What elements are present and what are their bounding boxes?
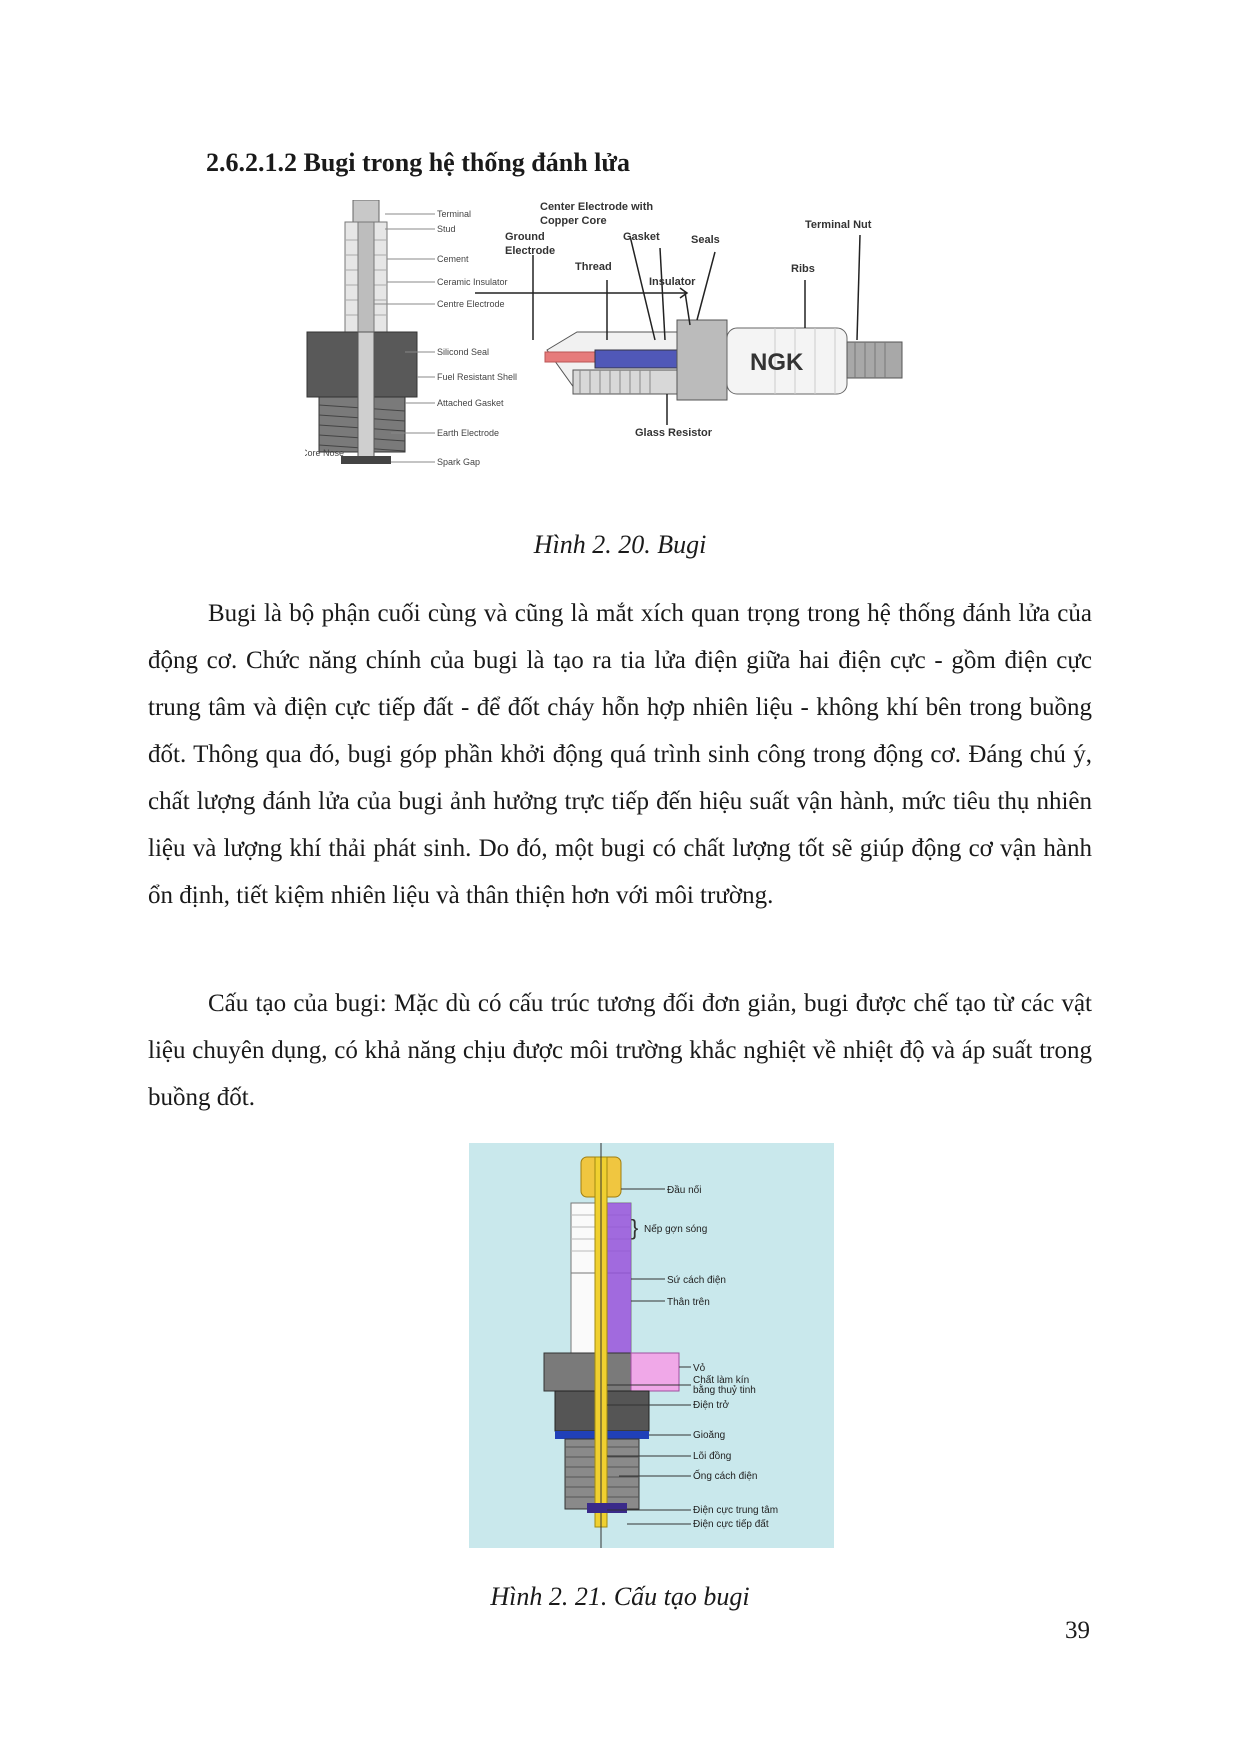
left-label-earth-electrode: Earth Electrode xyxy=(437,428,499,438)
paragraph-bugi-structure: Cấu tạo của bugi: Mặc dù có cấu trúc tươ… xyxy=(148,990,1092,1111)
left-label-core-nose: Core Nose xyxy=(305,448,344,458)
label-dien-cuc-tiep-dat: Điện cực tiếp đất xyxy=(693,1518,769,1530)
label-glass-resistor: Glass Resistor xyxy=(635,427,713,439)
label-ground-electrode-line2: Electrode xyxy=(505,245,555,257)
label-ong-cach-dien: Ống cách điện xyxy=(693,1468,758,1482)
label-ribs: Ribs xyxy=(791,263,815,275)
left-label-fuel-resistant-shell: Fuel Resistant Shell xyxy=(437,372,517,382)
label-gioang: Gioăng xyxy=(693,1430,725,1441)
left-label-silicond-seal: Silicond Seal xyxy=(437,347,489,357)
right-plug-illustration: NGK xyxy=(544,319,903,401)
label-center-electrode-line2: Copper Core xyxy=(540,215,607,227)
label-chat-lam-kin: Chất làm kín xyxy=(693,1374,749,1386)
figure-caption-2-20: Hình 2. 20. Bugi xyxy=(533,530,707,559)
label-dau-noi: Đầu nối xyxy=(667,1184,701,1196)
left-label-centre-electrode: Centre Electrode xyxy=(437,299,505,309)
label-su-cach-dien: Sứ cách điện xyxy=(667,1275,726,1286)
label-nep-gon-song: Nếp gợn sóng xyxy=(644,1223,707,1235)
label-thread: Thread xyxy=(575,261,612,273)
left-plug-illustration xyxy=(306,200,418,464)
left-label-ceramic-insulator: Ceramic Insulator xyxy=(437,277,508,287)
label-loi-dong: Lõi đồng xyxy=(693,1450,731,1462)
structure-plug-illustration xyxy=(543,1143,680,1548)
label-bang-thuy-tinh: bằng thuỷ tinh xyxy=(693,1383,756,1396)
left-label-attached-gasket: Attached Gasket xyxy=(437,398,504,408)
figure-spark-plug-diagram: Terminal Stud Cement Ceramic Insulator C… xyxy=(305,200,903,467)
left-label-cement: Cement xyxy=(437,254,469,264)
brace-icon: } xyxy=(631,1215,638,1240)
label-dien-tro: Điện trở xyxy=(693,1399,729,1411)
left-label-stud: Stud xyxy=(437,224,456,234)
label-gasket: Gasket xyxy=(623,231,660,243)
label-insulator: Insulator xyxy=(649,276,696,288)
label-terminal-nut: Terminal Nut xyxy=(805,219,872,231)
left-label-spark-gap: Spark Gap xyxy=(437,457,480,467)
label-ground-electrode-line1: Ground xyxy=(505,231,545,243)
ngk-brand-label: NGK xyxy=(750,349,804,376)
label-vo: Vỏ xyxy=(693,1362,706,1374)
figure-spark-plug-structure: } Đầu nối Nếp gợn sóng Sứ cách điện Thân… xyxy=(469,1143,834,1548)
figure-caption-2-21: Hình 2. 21. Cấu tạo bugi xyxy=(490,1582,750,1611)
section-heading: 2.6.2.1.2 Bugi trong hệ thống đánh lửa xyxy=(206,148,630,177)
page-number: 39 xyxy=(1065,1617,1090,1644)
label-dien-cuc-trung-tam: Điện cực trung tâm xyxy=(693,1505,778,1516)
left-label-terminal: Terminal xyxy=(437,209,471,219)
label-seals: Seals xyxy=(691,234,720,246)
label-than-tren: Thân trên xyxy=(667,1297,710,1308)
label-center-electrode-line1: Center Electrode with xyxy=(540,201,653,213)
paragraph-bugi-function: Bugi là bộ phận cuối cùng và cũng là mắt… xyxy=(148,600,1092,909)
